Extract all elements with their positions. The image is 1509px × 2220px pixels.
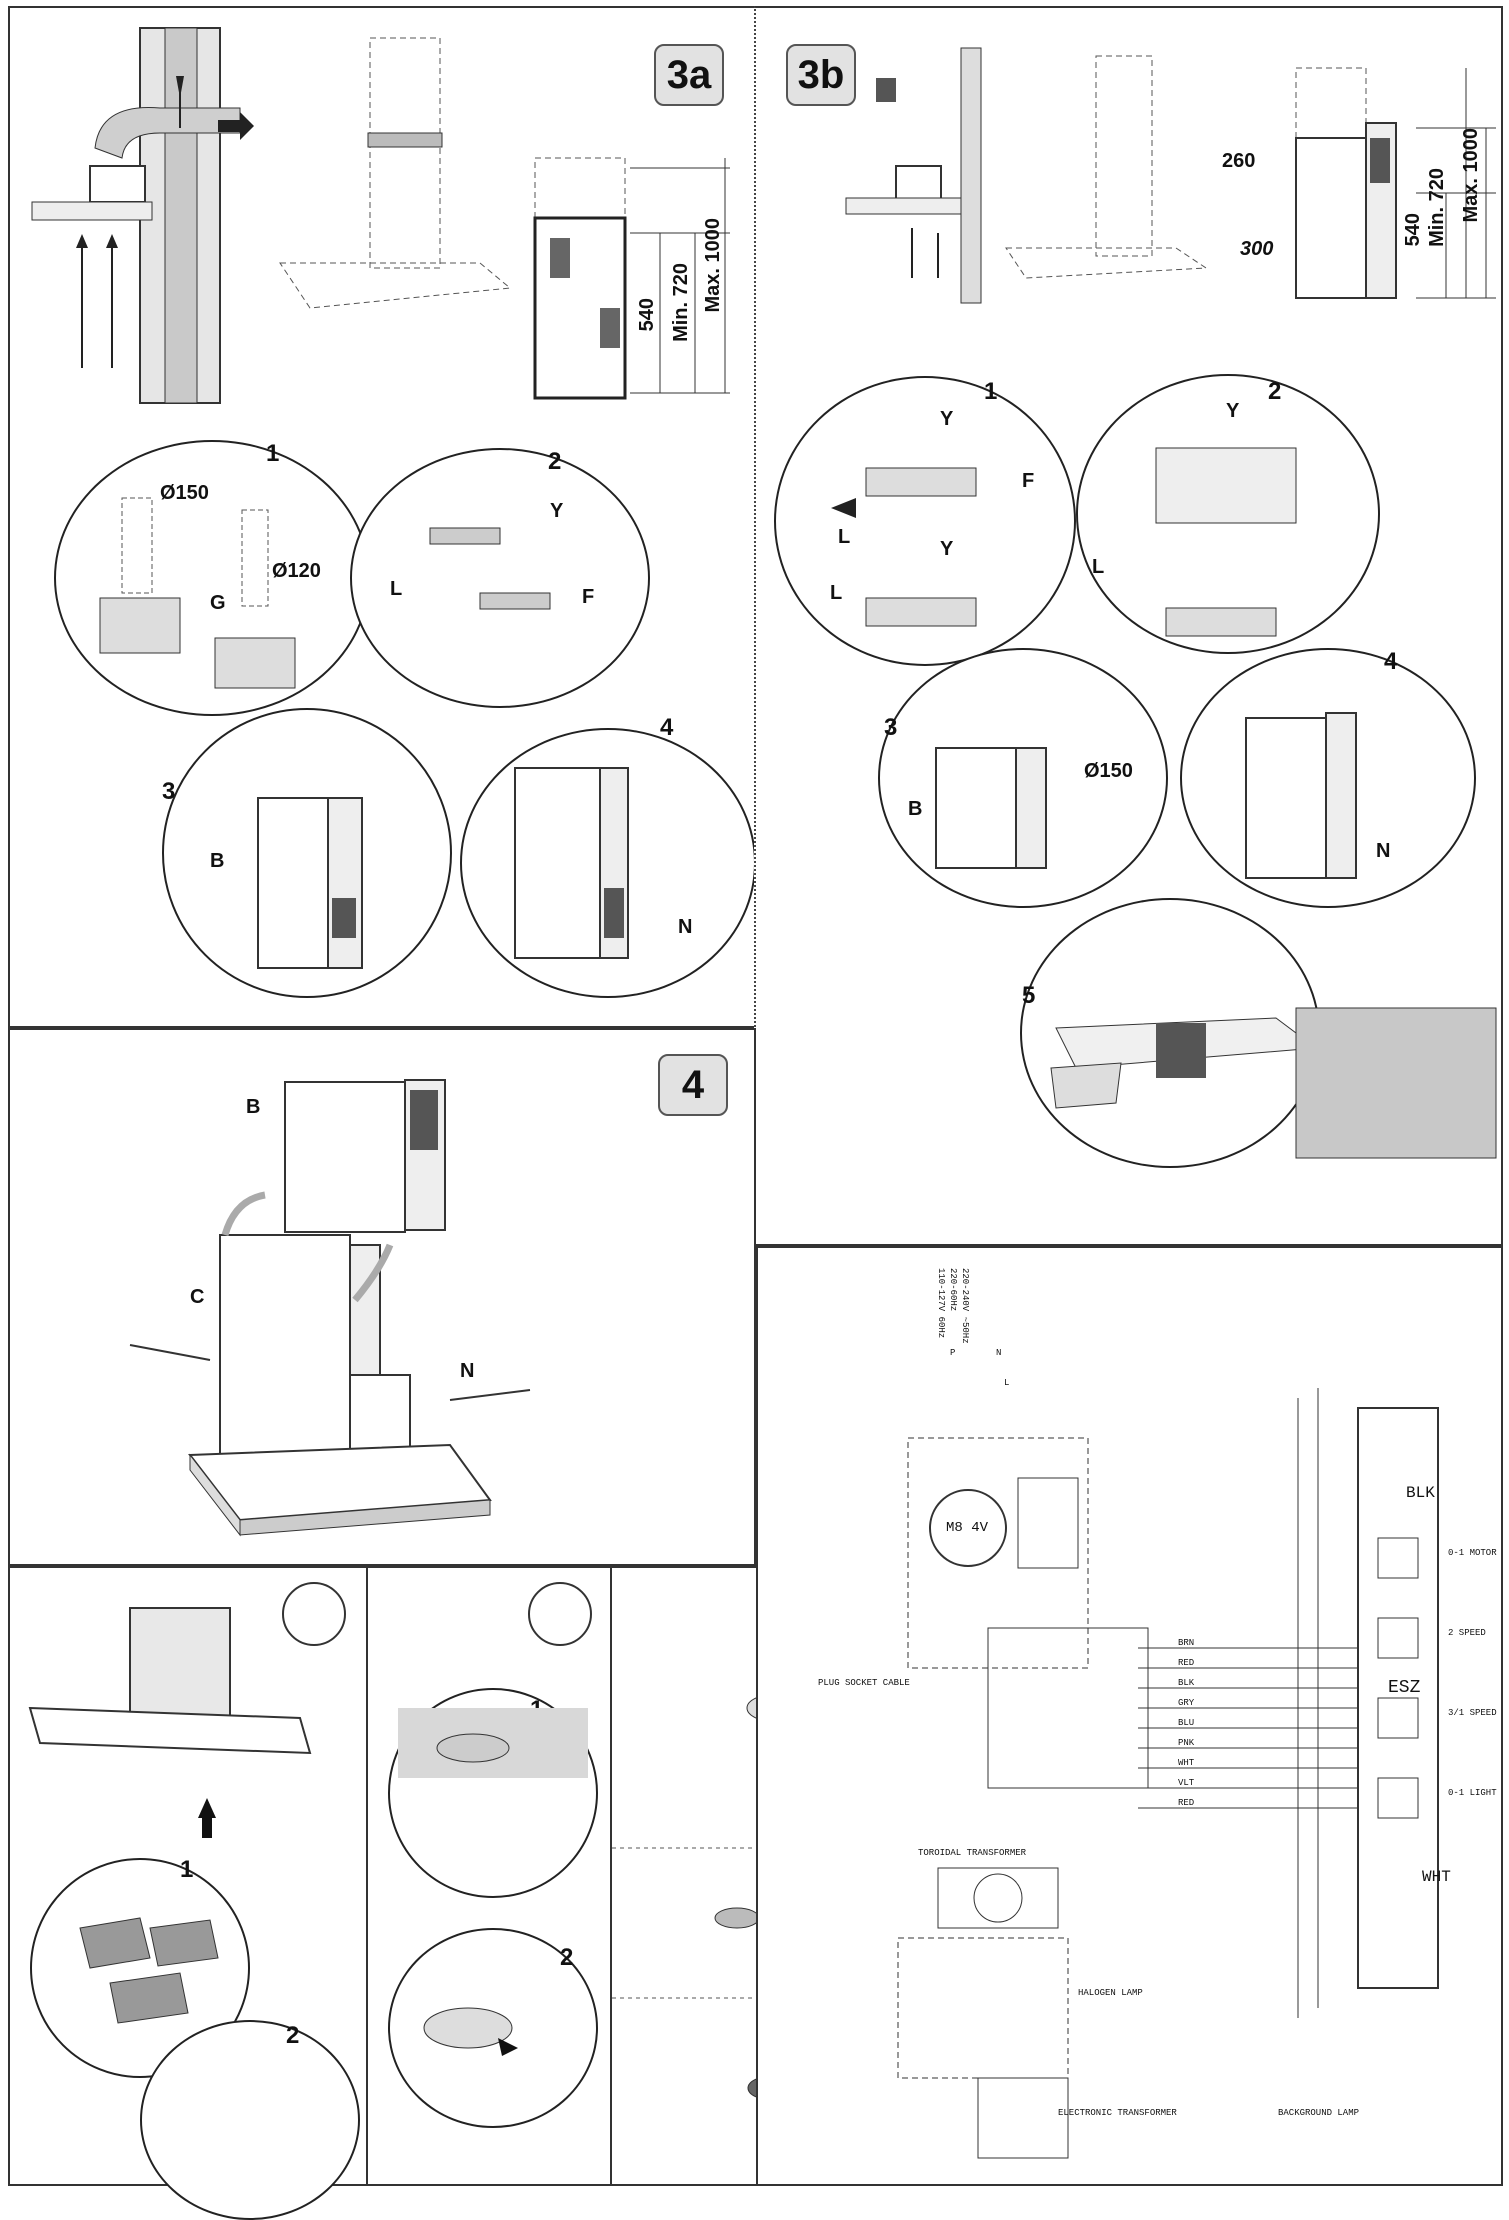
wire-wht: WHT <box>1178 1758 1195 1768</box>
label-y2-3b: Y <box>940 538 954 560</box>
section-4: 4 B C N <box>8 1028 756 1566</box>
maint-filter-panels <box>79 1917 219 2024</box>
supply-line-3: 110-127V 60Hz <box>936 1268 946 1339</box>
s3b-step2-number: 2 <box>1268 378 1282 405</box>
board-label: ESZ <box>1388 1678 1421 1698</box>
supply-line-2: 220-60Hz <box>948 1268 958 1312</box>
wiring-lines <box>897 1388 1439 2159</box>
maint-step1-number: 1 <box>180 1856 194 1883</box>
s3b-step1-number: 1 <box>984 378 998 405</box>
s3a-step1-number: 1 <box>266 440 280 467</box>
supply-line-1: 220-240V ~50Hz <box>960 1268 970 1344</box>
label-y1-3b: Y <box>940 408 954 430</box>
blk-label: BLK <box>1406 1484 1435 1502</box>
s4-illustration <box>129 1079 531 1537</box>
wire-red: RED <box>1178 1658 1195 1668</box>
wht-label: WHT <box>1422 1868 1451 1886</box>
label-g: G <box>210 592 226 614</box>
wrench-icon <box>282 1582 346 1646</box>
s3a-step-details <box>99 497 629 969</box>
label-d150-3b: Ø150 <box>1084 760 1133 782</box>
electronic-transformer-label: ELECTRONIC TRANSFORMER <box>1058 2108 1177 2118</box>
label-n-3a: N <box>678 916 693 938</box>
terminal-l: L <box>1004 1378 1010 1388</box>
section-3a: 3a 540 Min. 720 Max. 1000 1 Ø150 Ø120 G <box>8 6 756 1028</box>
wire-brn: BRN <box>1178 1638 1195 1648</box>
wire-gry: GRY <box>1178 1698 1195 1708</box>
plug-socket-cable-label: PLUG SOCKET CABLE <box>818 1678 910 1688</box>
label-l3-3b: L <box>1092 556 1105 578</box>
s3a-step3-number: 3 <box>162 778 176 805</box>
wire-vlt: VLT <box>1178 1778 1195 1788</box>
dim-300: 300 <box>1240 238 1274 260</box>
label-b-4: B <box>246 1096 261 1118</box>
wire-blk: BLK <box>1178 1678 1195 1688</box>
label-n-3b: N <box>1376 840 1391 862</box>
label-d120: Ø120 <box>272 560 321 582</box>
s3a-step4-number: 4 <box>660 714 674 741</box>
speed-3-1: 3/1 SPEED <box>1448 1708 1497 1718</box>
section-badge-4: 4 <box>658 1054 728 1116</box>
terminal-p: P <box>950 1348 956 1358</box>
section-3b: 3b 260 300 540 Min. 720 Max. 1000 1 Y F … <box>754 6 1503 1246</box>
background-lamp-label: BACKGROUND LAMP <box>1278 2108 1360 2118</box>
label-b-3b: B <box>908 798 923 820</box>
toroidal-transformer-label: TOROIDAL TRANSFORMER <box>918 1848 1027 1858</box>
s3b-step3-number: 3 <box>884 714 898 741</box>
lamp-illustration <box>398 1708 588 2056</box>
wire-pnk: PNK <box>1178 1738 1195 1748</box>
wire-blu: BLU <box>1178 1718 1195 1728</box>
s3b-step4-number: 4 <box>1384 648 1398 675</box>
label-c-4: C <box>190 1286 205 1308</box>
terminal-n: N <box>996 1348 1002 1358</box>
wiring-diagram: 220-240V ~50Hz 220-60Hz 110-127V 60Hz N … <box>756 1246 1503 2186</box>
maintenance-filters: 1 2 <box>8 1566 368 2220</box>
maintenance-lamp: 1 2 <box>368 1566 612 2186</box>
label-f-3b: F <box>1022 470 1035 492</box>
speed-2: 2 SPEED <box>1448 1628 1486 1638</box>
label-l2-3b: L <box>830 582 843 604</box>
speed-0-1-motor: 0-1 MOTOR <box>1448 1548 1497 1558</box>
label-l1-3b: L <box>838 526 851 548</box>
section-badge-3a: 3a <box>654 44 724 106</box>
s3b-illustrations <box>845 47 1496 304</box>
label-y-3a: Y <box>550 500 564 522</box>
s3b-step-details <box>831 447 1497 1159</box>
lamp-step2-number: 2 <box>560 1944 574 1971</box>
label-l-3a: L <box>390 578 403 600</box>
wrench-icon-2 <box>528 1582 592 1646</box>
section-badge-3b: 3b <box>786 44 856 106</box>
maint-filters-illustration <box>28 1607 312 1838</box>
dim-260: 260 <box>1222 150 1256 172</box>
s3a-step1-circle <box>54 440 370 716</box>
speed-0-1-light: 0-1 LIGHT <box>1448 1788 1497 1798</box>
label-f-3a: F <box>582 586 595 608</box>
s3a-step2-circle <box>350 448 650 708</box>
label-d150: Ø150 <box>160 482 209 504</box>
s3b-step5-number: 5 <box>1022 982 1036 1009</box>
motor-label: M8 4V <box>946 1520 989 1536</box>
label-y3-3b: Y <box>1226 400 1240 422</box>
label-n-4: N <box>460 1360 475 1382</box>
label-b-3a: B <box>210 850 225 872</box>
s3a-step2-number: 2 <box>548 448 562 475</box>
s3a-illustrations <box>31 27 730 404</box>
halogen-lamp-label: HALOGEN LAMP <box>1078 1988 1143 1998</box>
wire-red-2: RED <box>1178 1798 1195 1808</box>
maint-step2-number: 2 <box>286 2022 300 2049</box>
